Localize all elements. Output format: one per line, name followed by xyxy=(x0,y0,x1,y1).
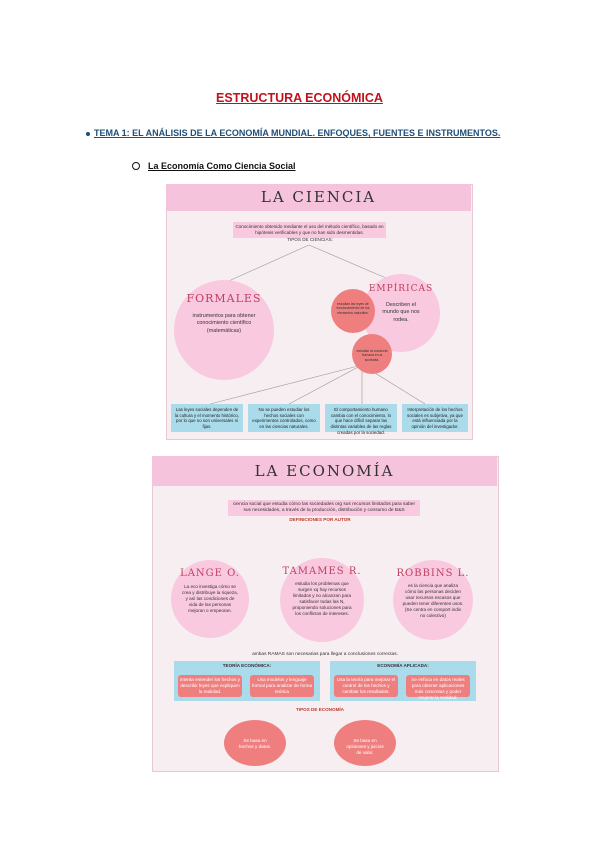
economia-definition: ciencia social que estudia cómo las soci… xyxy=(228,500,420,517)
bullet-dot-icon xyxy=(86,131,90,136)
tammes-circle: TAMAMES R. estudia los problemas que sur… xyxy=(280,558,364,642)
sociales-circle: estudian la conducta humana en la socied… xyxy=(352,334,392,374)
robbins-name: ROBBINS L. xyxy=(396,568,470,579)
naturales-circle: estudian las leyes de funcionamiento de … xyxy=(331,289,375,333)
aplicada-item-1: Usa la teoría para mejorar el control de… xyxy=(334,675,398,697)
teorica-item-1: intenta entender los hechos y describir … xyxy=(178,675,242,697)
tammes-text: estudia los problemas que surgen xq hay … xyxy=(292,581,352,616)
formales-circle: FORMALES instrumentos para obtener conoc… xyxy=(174,280,274,380)
empiricas-text: Describen el mundo que nos rodea. xyxy=(382,302,420,323)
topic-text: TEMA 1: EL ANÁLISIS DE LA ECONOMÍA MUNDI… xyxy=(94,128,501,138)
teorica-label: TEORÍA ECONÓMICA: xyxy=(222,663,272,668)
topic-heading: TEMA 1: EL ANÁLISIS DE LA ECONOMÍA MUNDI… xyxy=(86,128,500,138)
lange-text: La eco investiga cómo se crea y distribu… xyxy=(182,584,238,613)
empiricas-title: EMPÍRICAS xyxy=(368,284,434,294)
formales-title: FORMALES xyxy=(186,292,262,305)
subheading: La Economía Como Ciencia Social xyxy=(132,161,296,171)
ciencia-box-3: El comportamiento humano cambia con el c… xyxy=(325,404,397,435)
lange-circle: LANGE O. La eco investiga cómo se crea y… xyxy=(171,560,249,638)
normativa-circle: Se basa en opiniones y juicios de valor. xyxy=(334,720,396,766)
ciencia-box-1: Las leyes sociales dependen de la cultur… xyxy=(171,404,243,432)
ciencia-title: LA CIENCIA xyxy=(260,188,377,206)
robbins-circle: ROBBINS L. es la ciencia que analiza cóm… xyxy=(393,560,473,640)
naturales-text: estudian las leyes de funcionamiento de … xyxy=(336,302,370,315)
teorica-block: TEORÍA ECONÓMICA: intenta entender los h… xyxy=(174,661,320,701)
economia-banner: LA ECONOMÍA xyxy=(152,456,497,486)
aplicada-label: ECONOMÍA APLICADA: xyxy=(377,663,429,668)
economia-types-label: TIPOS DE ECONOMÍA xyxy=(296,707,344,712)
ciencia-box-4: Interpretación de los hechos sociales es… xyxy=(402,404,468,432)
document-title: ESTRUCTURA ECONÓMICA xyxy=(216,91,383,105)
ciencia-banner: LA CIENCIA xyxy=(166,184,471,211)
ciencia-definition: Conocimiento obtenido mediante el uso de… xyxy=(233,222,386,238)
ramas-text: ambas RAMAS son necesarias para llegar a… xyxy=(252,652,398,657)
aplicada-item-2: Se enfoca en datos reales para obtener a… xyxy=(406,675,470,700)
positiva-circle: Se basa en hechos y datos. xyxy=(224,720,286,766)
ciencia-types-label: TIPOS DE CIENCIAS: xyxy=(287,237,333,242)
ciencia-box-2: No se pueden estudiar los hechos sociale… xyxy=(248,404,320,432)
lange-name: LANGE O. xyxy=(180,568,240,579)
economia-title: LA ECONOMÍA xyxy=(254,462,395,480)
teorica-item-2: Usa modelos y lenguaje formal para anali… xyxy=(250,675,314,697)
authors-label: DEFINICIONES POR AUTOR xyxy=(289,517,351,522)
formales-text: instrumentos para obtener conocimiento c… xyxy=(192,313,256,334)
normativa-text: Se basa en opiniones y juicios de valor. xyxy=(346,738,384,755)
aplicada-block: ECONOMÍA APLICADA: Usa la teoría para me… xyxy=(330,661,476,701)
positiva-text: Se basa en hechos y datos. xyxy=(238,738,272,749)
subheading-text: La Economía Como Ciencia Social xyxy=(148,161,296,171)
sociales-text: estudian la conducta humana en la socied… xyxy=(356,349,388,362)
robbins-text: es la ciencia que analiza cómo las perso… xyxy=(402,583,464,618)
tammes-name: TAMAMES R. xyxy=(282,566,362,577)
ring-bullet-icon xyxy=(132,162,140,170)
